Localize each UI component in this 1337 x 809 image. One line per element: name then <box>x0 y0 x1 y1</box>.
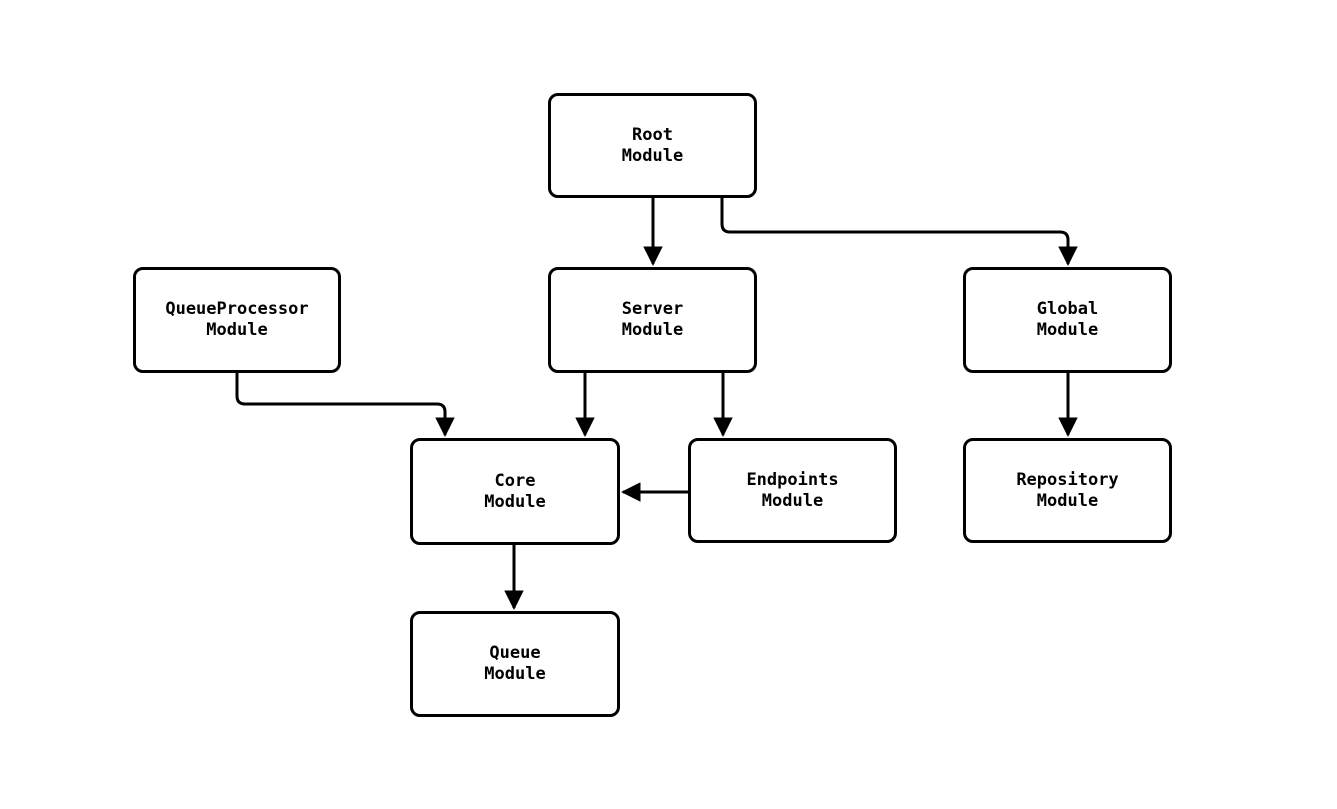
node-label-line: QueueProcessor <box>165 299 309 319</box>
node-label-line: Server <box>621 299 684 319</box>
edge-queueprocessor-to-core <box>235 373 455 437</box>
node-label-line: Module <box>1036 320 1099 340</box>
node-label-line: Endpoints <box>746 469 839 490</box>
node-label-line: Module <box>621 145 684 166</box>
node-label-line: Module <box>1036 490 1099 511</box>
node-label-line: Global <box>1036 299 1099 319</box>
node-label-line: Root <box>632 124 673 145</box>
node-label-line: Module <box>761 490 824 511</box>
node-label-line: Repository <box>1016 469 1119 490</box>
edge-root-to-global <box>720 198 1078 266</box>
node-label-line: Queue <box>489 643 541 663</box>
node-label-line: Module <box>484 664 546 684</box>
node-label-line: Core <box>494 470 536 491</box>
node-label-line: Module <box>206 320 268 340</box>
node-label-line: Module <box>621 320 684 340</box>
node-label-line: Module <box>484 491 546 512</box>
